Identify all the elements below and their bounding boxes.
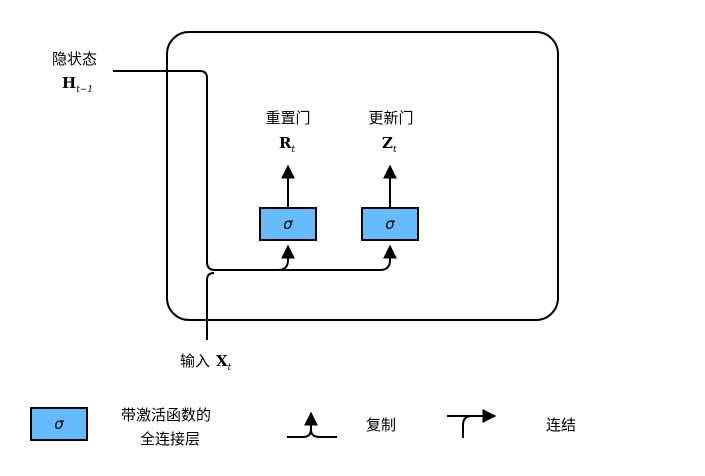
- hidden-state-label: 隐状态: [52, 50, 97, 68]
- reset-gate-sigma: σ: [283, 215, 293, 233]
- hidden-state-symbol: Ht−1: [62, 74, 93, 95]
- concat-line: [215, 244, 397, 271]
- legend-concat-branch: [462, 415, 473, 438]
- input-line: [206, 272, 215, 340]
- reset-gate-box: [259, 207, 317, 241]
- update-gate-box: [361, 207, 419, 241]
- legend-fc-sigma: σ: [54, 415, 64, 433]
- legend-copy-label: 复制: [366, 416, 396, 434]
- legend-fc-label-line2: 全连接层: [140, 430, 200, 448]
- concat-to-reset-line: [270, 244, 295, 271]
- update-gate-symbol: Zt: [382, 134, 397, 155]
- legend-fc-label-line1: 带激活函数的: [121, 406, 211, 424]
- update-gate-sigma: σ: [385, 215, 395, 233]
- legend-fc-box: [30, 407, 88, 441]
- reset-gate-symbol: Rt: [279, 134, 295, 155]
- reset-gate-label: 重置门: [265, 109, 310, 127]
- cell-boundary: [166, 31, 559, 321]
- hidden-state-line: [113, 70, 216, 271]
- legend-concat-label: 连结: [546, 416, 576, 434]
- legend-copy-branch: [310, 429, 337, 438]
- update-gate-label: 更新门: [368, 109, 413, 127]
- legend-copy-icon: [287, 411, 318, 438]
